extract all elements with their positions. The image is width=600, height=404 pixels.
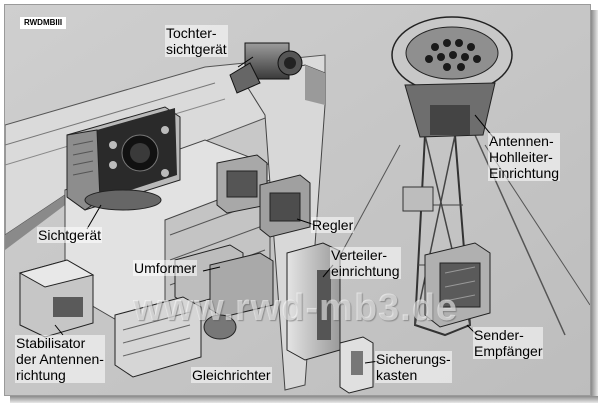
label-gleichrichter: Gleichrichter	[191, 367, 272, 383]
label-sicherungskasten: Sicherungs- kasten	[375, 351, 452, 383]
stabilizer-box	[20, 260, 93, 337]
label-umformer: Umformer	[133, 260, 197, 276]
frame-shadow-bottom	[10, 396, 598, 403]
label-line: Stabilisator	[16, 335, 104, 351]
label-line: Sender-	[474, 327, 542, 343]
label-line: Einrichtung	[489, 165, 559, 181]
label-sender-empfaenger: Sender- Empfänger	[473, 327, 543, 359]
label-line: sichtgerät	[166, 41, 227, 57]
label-sichtgeraet: Sichtgerät	[37, 227, 102, 243]
label-line: Verteiler-	[331, 247, 400, 263]
label-line: der Antennen-	[16, 351, 104, 367]
label-line: Sicherungs-	[376, 351, 451, 367]
label-verteilereinrichtung: Verteiler- einrichtung	[330, 247, 401, 279]
label-line: richtung	[16, 367, 104, 383]
label-stabilisator: Stabilisator der Antennen- richtung	[15, 335, 105, 383]
logo-tag: RWDMBIII	[20, 17, 66, 29]
label-tochter-sichtgeraet: Tochter- sichtgerät	[165, 25, 228, 57]
label-line: Antennen-	[489, 133, 559, 149]
label-line: einrichtung	[331, 263, 400, 279]
label-line: Empfänger	[474, 343, 542, 359]
label-antennen-hohlleiter: Antennen- Hohlleiter- Einrichtung	[488, 133, 560, 181]
label-line: Tochter-	[166, 25, 227, 41]
label-line: kasten	[376, 367, 451, 383]
label-regler: Regler	[311, 217, 354, 233]
watermark-text: www.rwd-mb3.de	[133, 287, 458, 330]
fuse-box	[340, 337, 373, 393]
equipment-illustration: www.rwd-mb3.de RWDMBIII Tochter- sichtge…	[4, 4, 591, 396]
label-line: Hohlleiter-	[489, 149, 559, 165]
frame-shadow-right	[591, 10, 598, 400]
